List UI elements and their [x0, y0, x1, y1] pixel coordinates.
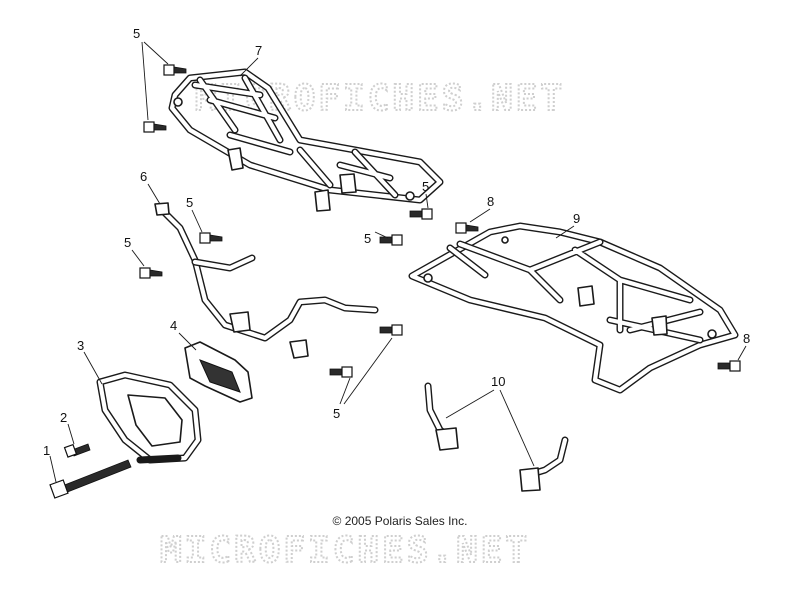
callout-1: 1 — [43, 443, 50, 458]
part-6-support-tube — [154, 202, 379, 359]
callout-9: 9 — [573, 211, 580, 226]
callout-4: 4 — [170, 318, 177, 333]
part-7-front-rack — [168, 68, 444, 212]
callout-5-left: 5 — [124, 235, 131, 250]
callout-8-lower: 8 — [743, 331, 750, 346]
part-4-bracket — [184, 341, 253, 403]
callout-8-upper: 8 — [487, 194, 494, 209]
callout-5-top: 5 — [133, 26, 140, 41]
callout-3: 3 — [77, 338, 84, 353]
callout-5-right-upper: 5 — [422, 179, 429, 194]
callout-10: 10 — [491, 374, 505, 389]
callout-7: 7 — [255, 43, 262, 58]
callout-5-center: 5 — [364, 231, 371, 246]
copyright-notice: © 2005 Polaris Sales Inc. — [332, 514, 468, 528]
leader-lines — [49, 41, 747, 483]
watermark-bottom: MICROFICHES.NET — [160, 530, 530, 571]
part-9-rear-rack — [408, 222, 739, 394]
part-1-long-bolt — [49, 459, 132, 499]
callout-5-bottom: 5 — [333, 406, 340, 421]
callout-2: 2 — [60, 410, 67, 425]
callout-6: 6 — [140, 169, 147, 184]
part-2-short-bolt — [63, 443, 91, 458]
part-8-bolts — [455, 222, 741, 372]
part-10-brackets — [424, 382, 569, 492]
callout-5-mid: 5 — [186, 195, 193, 210]
part-3-bumper-guard — [96, 371, 202, 464]
part-5-bolts — [139, 64, 433, 378]
